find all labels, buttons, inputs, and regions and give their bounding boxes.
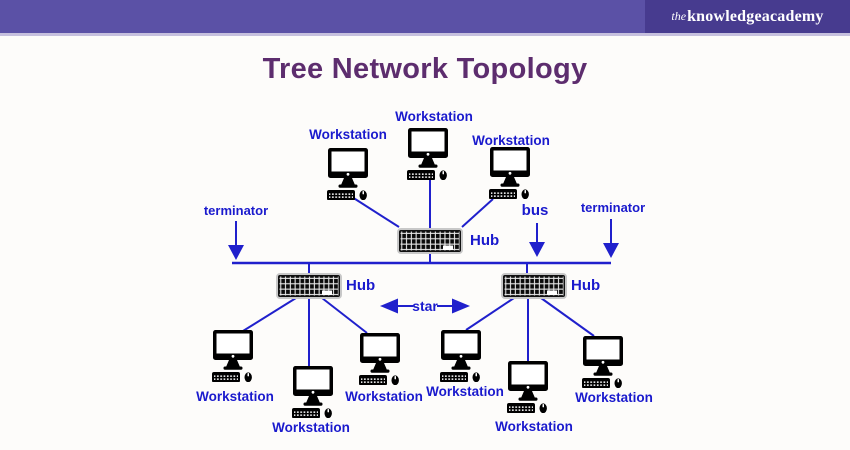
workstation-icon — [438, 330, 484, 382]
logo-knowledge: knowledge — [687, 7, 762, 25]
workstation-label: Workstation — [426, 384, 504, 399]
workstation-label: Workstation — [495, 419, 573, 434]
right-hub-label: Hub — [571, 277, 601, 294]
top-bar-divider — [0, 33, 850, 36]
workstation-label: Workstation — [575, 390, 653, 405]
workstation-icon — [580, 336, 626, 388]
terminator-right-label: terminator — [580, 200, 646, 215]
right-hub-icon — [501, 273, 567, 299]
page-title: Tree Network Topology — [262, 53, 588, 85]
root-hub-label: Hub — [470, 232, 500, 249]
terminator-left-label: terminator — [203, 203, 269, 218]
left-hub-label: Hub — [346, 277, 376, 294]
workstation-icon — [405, 128, 451, 180]
star-arrow-left — [380, 298, 398, 314]
workstation-icon — [487, 147, 533, 199]
root-hub-icon — [397, 228, 463, 254]
workstation-icon — [210, 330, 256, 382]
workstation-icon — [290, 366, 336, 418]
workstation-label: Workstation — [272, 420, 350, 435]
star-arrow-right — [452, 298, 470, 314]
logo-academy: academy — [761, 7, 824, 25]
logo-the: the — [671, 9, 687, 23]
bus-label: bus — [521, 202, 549, 219]
workstation-label: Workstation — [309, 127, 387, 142]
workstation-icon — [505, 361, 551, 413]
workstation-icon — [357, 333, 403, 385]
workstation-label: Workstation — [472, 133, 550, 148]
workstation-label: Workstation — [345, 389, 423, 404]
workstation-label: Workstation — [395, 109, 473, 124]
left-hub-icon — [276, 273, 342, 299]
workstation-label: Workstation — [196, 389, 274, 404]
workstation-icon — [325, 148, 371, 200]
star-label: star — [412, 298, 438, 314]
